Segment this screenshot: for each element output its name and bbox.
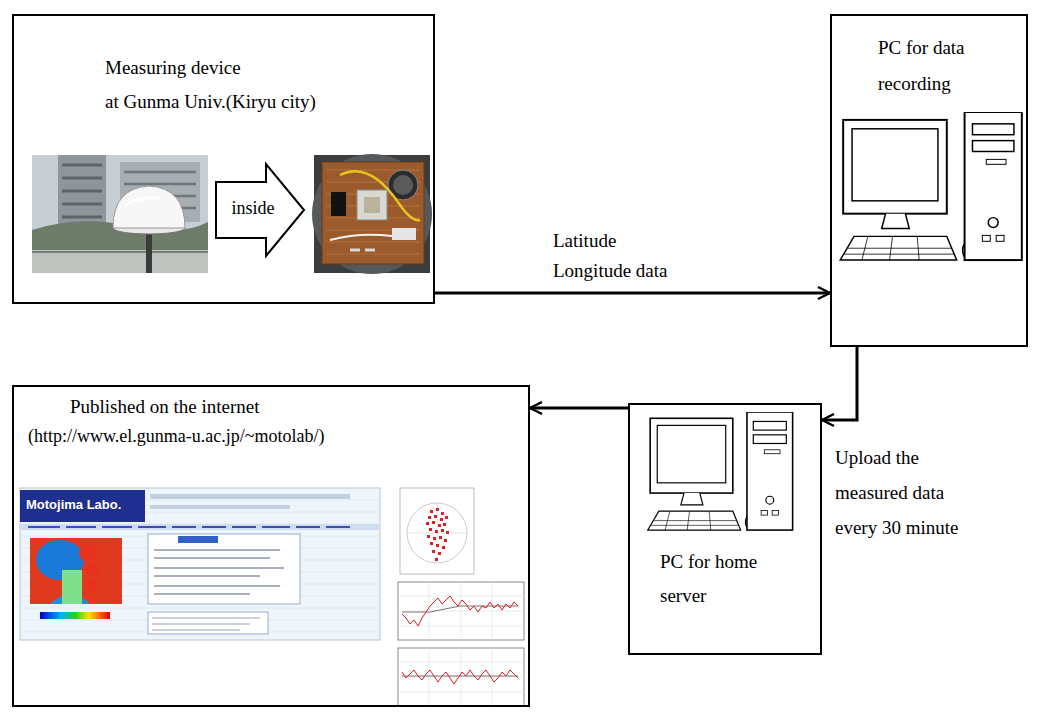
website-screenshot — [20, 524, 380, 530]
device-box: Measuring device at Gunma Univ.(Kiryu cit… — [12, 14, 435, 304]
node-subtitle: at Gunma Univ.(Kiryu city) — [105, 90, 316, 114]
dome-photo — [32, 155, 208, 273]
circuit-photo — [340, 171, 420, 220]
dome-photo — [58, 155, 106, 265]
website-box: Published on the internet (http://www.el.… — [12, 385, 530, 707]
website-screenshot — [40, 612, 110, 619]
time-series-plot — [402, 606, 518, 612]
circuit-photo — [364, 197, 380, 213]
website-screenshot — [178, 536, 218, 543]
time-series-plot — [398, 582, 524, 640]
computer-icon — [840, 112, 1022, 260]
pc-box: PC for data recording — [830, 14, 1028, 347]
dome-photo — [125, 198, 160, 205]
website-screenshot — [28, 526, 350, 528]
dome-photo — [113, 222, 185, 234]
website-screenshot — [148, 534, 300, 604]
time-series-plot — [402, 676, 518, 677]
dome-photo — [32, 250, 208, 273]
website-screenshot — [154, 550, 284, 594]
block-arrow — [216, 164, 304, 256]
computer-icon — [840, 112, 1022, 260]
time-series-plot — [398, 582, 524, 640]
website-screenshot — [86, 579, 98, 591]
website-screenshot — [85, 563, 99, 577]
dome-photo — [62, 165, 102, 230]
edge-label: Latitude Longitude data — [553, 226, 683, 286]
website-screenshot — [148, 612, 268, 634]
arrow-connector — [822, 347, 857, 420]
dome-photo — [146, 230, 152, 273]
circuit-photo — [331, 192, 346, 216]
node-title: Measuring device — [105, 56, 241, 80]
website-screenshot — [36, 540, 84, 580]
node-subtitle: (http://www.el.gunma-u.ac.jp/~motolab/) — [28, 425, 325, 448]
website-screenshot — [30, 538, 122, 604]
arrow-label: inside — [218, 197, 288, 220]
website-screenshot — [30, 538, 122, 604]
node-title: Published on the internet — [70, 395, 259, 419]
dome-photo — [32, 221, 208, 273]
time-series-plot — [402, 670, 518, 684]
dome-photo — [32, 155, 208, 273]
dome-photo — [120, 162, 200, 222]
scatter-plot — [407, 503, 467, 563]
circuit-photo — [393, 175, 413, 195]
scatter-plot — [426, 508, 449, 561]
circuit-photo — [330, 235, 392, 240]
time-series-plot — [398, 582, 524, 640]
website-screenshot — [150, 494, 350, 499]
site-title: Motojima Labo. — [26, 497, 121, 513]
scatter-plot — [407, 503, 467, 563]
time-series-plot — [398, 648, 524, 706]
website-screenshot — [79, 544, 97, 562]
website-screenshot — [62, 570, 82, 604]
node-title: PC for home server — [660, 545, 790, 613]
dome-photo — [124, 172, 196, 208]
time-series-plot — [398, 648, 524, 706]
website-screenshot — [20, 488, 380, 640]
scatter-plot — [400, 488, 474, 574]
circuit-photo — [392, 228, 416, 240]
circuit-photo — [312, 154, 432, 274]
arrow-connector — [435, 292, 830, 295]
circuit-photo — [350, 249, 375, 252]
edge-label: Upload the measured data every 30 minute — [835, 440, 975, 545]
dome-photo — [32, 251, 208, 253]
block-arrow — [216, 164, 304, 256]
circuit-photo — [314, 155, 430, 273]
website-screenshot — [152, 618, 260, 630]
website-screenshot — [20, 490, 145, 522]
circuit-photo — [322, 162, 424, 264]
time-series-plot — [398, 648, 524, 706]
pc-box: PC for home server — [628, 403, 822, 655]
website-screenshot — [150, 505, 290, 509]
circuit-photo — [388, 170, 418, 200]
arrow-connector — [530, 407, 628, 410]
node-title: PC for data recording — [878, 30, 1008, 102]
computer-icon — [648, 412, 793, 530]
website-screenshot — [20, 500, 380, 632]
circuit-photo — [312, 154, 432, 274]
circuit-photo — [326, 170, 420, 254]
time-series-plot — [402, 596, 518, 626]
website-screenshot — [20, 488, 380, 640]
dome-photo — [113, 186, 185, 228]
scatter-plot — [400, 488, 474, 574]
computer-icon — [648, 412, 793, 530]
circuit-photo — [357, 190, 387, 220]
